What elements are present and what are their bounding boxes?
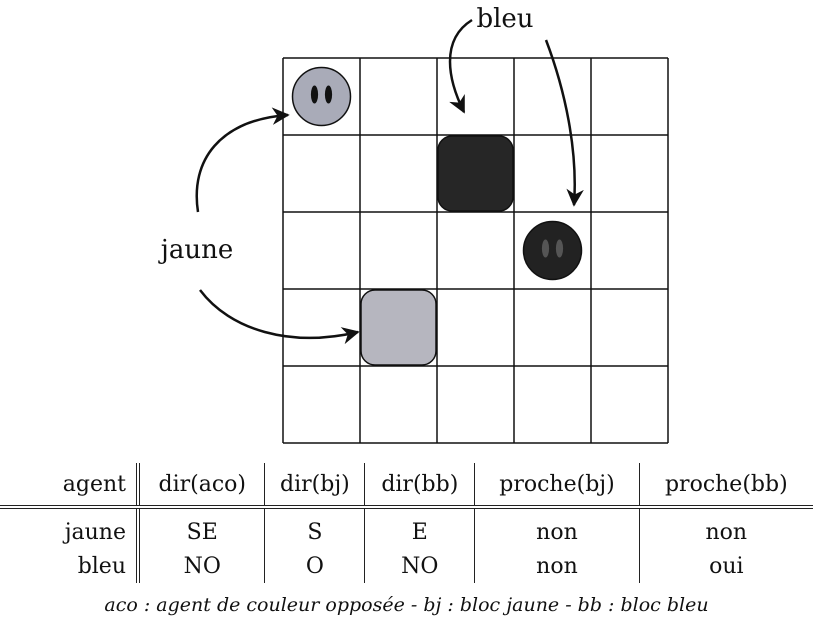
cell-agent: jaune	[64, 519, 126, 545]
arrow-bleu-to-agent-bleu	[544, 39, 584, 207]
arrow-jaune-to-bloc-jaune	[199, 289, 360, 345]
table-header-row: agent dir(aco) dir(bj) dir(bb) proche(bj…	[0, 463, 813, 509]
cell-dir-aco: SE	[136, 507, 265, 549]
bloc-bleu	[437, 135, 514, 212]
cell-proche-bj: non	[474, 549, 640, 583]
header-proche-bj: proche(bj)	[474, 463, 640, 509]
header-proche-bb: proche(bb)	[638, 463, 813, 509]
arrow-bleu-to-bloc-bleu	[448, 18, 473, 114]
grid-diagram: bleu jaune	[158, 4, 669, 444]
eye-icon	[310, 85, 319, 104]
cell-proche-bb: oui	[638, 549, 813, 583]
bloc-jaune	[360, 289, 437, 366]
cell-dir-aco: NO	[136, 549, 265, 583]
eye-icon	[541, 239, 550, 258]
label-jaune: jaune	[158, 235, 233, 265]
table-row: jaune SE S E non non	[0, 507, 813, 549]
label-bleu: bleu	[476, 4, 533, 34]
header-agent: agent	[0, 463, 138, 509]
eye-icon	[324, 85, 333, 104]
agent-jaune	[291, 66, 352, 127]
arrow-jaune-to-agent-jaune	[195, 107, 290, 213]
agent-jaune-body	[291, 66, 352, 127]
agent-bleu-body	[522, 220, 583, 281]
state-table: agent dir(aco) dir(bj) dir(bb) proche(bj…	[0, 463, 813, 583]
header-dir-bj: dir(bj)	[264, 463, 365, 509]
legend-caption: aco : agent de couleur opposée - bj : bl…	[104, 594, 709, 616]
header-dir-bb: dir(bb)	[364, 463, 475, 509]
header-dir-aco: dir(aco)	[136, 463, 265, 509]
cell-dir-bj: O	[264, 549, 365, 583]
grid-objects	[291, 66, 583, 366]
eye-icon	[555, 239, 564, 258]
table-row: bleu NO O NO non oui	[0, 549, 813, 583]
cell-dir-bb: NO	[364, 549, 475, 583]
cell-proche-bj: non	[474, 507, 640, 549]
grid	[282, 57, 669, 444]
cell-dir-bb: E	[364, 507, 475, 549]
cell-dir-bj: S	[264, 507, 365, 549]
cell-agent: bleu	[77, 553, 126, 579]
cell-proche-bb: non	[638, 507, 813, 549]
agent-bleu	[522, 220, 583, 281]
